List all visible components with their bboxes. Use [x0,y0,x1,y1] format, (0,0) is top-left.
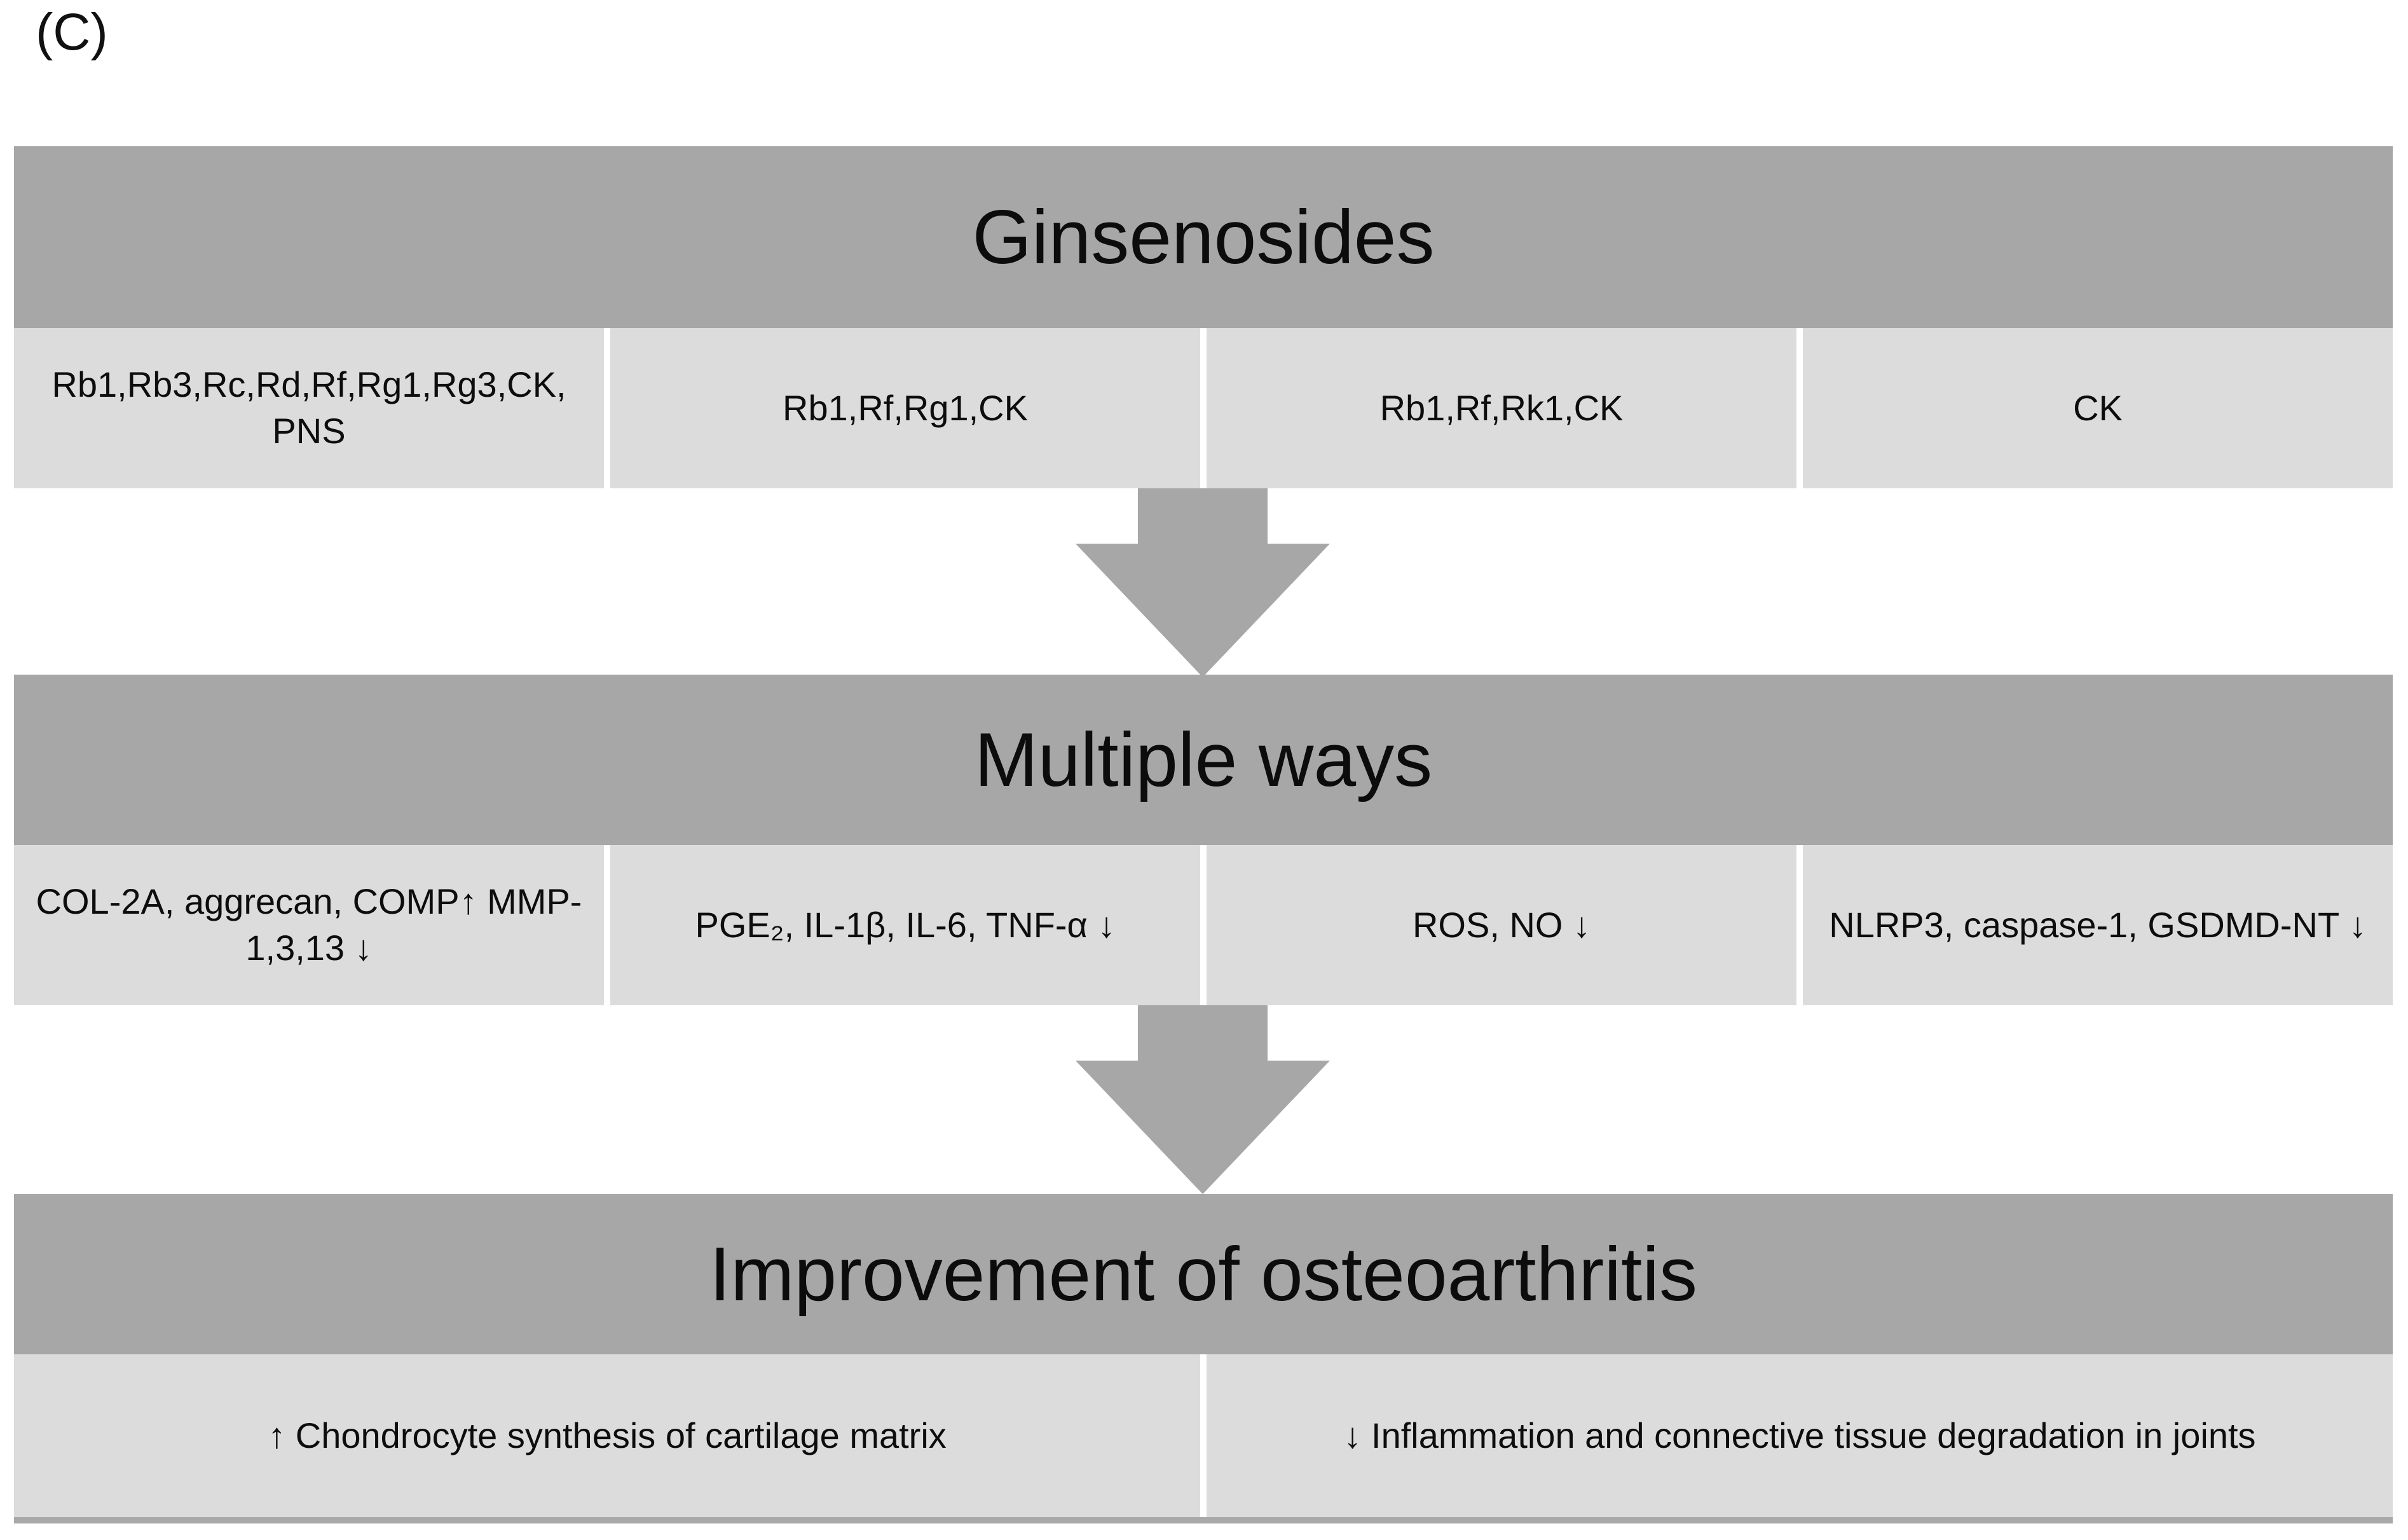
down-arrow-icon [1076,1005,1330,1194]
band-title-ginsenosides: Ginsenosides [972,195,1435,280]
header-band-ginsenosides: Ginsenosides [14,146,2393,328]
down-arrow-shape [1076,1005,1330,1194]
cell-ginsenosides-3: Rb1,Rf,Rk1,CK [1207,328,1796,488]
cell-ginsenosides-2: Rb1,Rf,Rg1,CK [610,328,1200,488]
cell-mechanism-2: PGE₂, IL-1β, IL-6, TNF-α ↓ [610,845,1200,1005]
cell-ginsenosides-1: Rb1,Rb3,Rc,Rd,Rf,Rg1,Rg3,CK, PNS [14,328,604,488]
down-arrow-icon [1076,488,1330,677]
table-bottom-border [14,1517,2393,1523]
cell-outcome-1: ↑ Chondrocyte synthesis of cartilage mat… [14,1354,1200,1517]
cell-ginsenosides-4: CK [1803,328,2393,488]
header-band-multiple-ways: Multiple ways [14,675,2393,845]
multiple-ways-cell-row: COL-2A, aggrecan, COMP↑ MMP- 1,3,13 ↓ PG… [14,845,2393,1005]
band-title-multiple-ways: Multiple ways [974,717,1433,802]
cell-outcome-2: ↓ Inflammation and connective tissue deg… [1207,1354,2393,1517]
cell-mechanism-4: NLRP3, caspase-1, GSDMD-NT ↓ [1803,845,2393,1005]
improvement-cell-row: ↑ Chondrocyte synthesis of cartilage mat… [14,1354,2393,1517]
header-band-improvement: Improvement of osteoarthritis [14,1194,2393,1354]
cell-mechanism-3: ROS, NO ↓ [1207,845,1796,1005]
down-arrow-shape [1076,488,1330,677]
band-title-improvement: Improvement of osteoarthritis [709,1232,1697,1317]
figure-label: (C) [36,3,108,61]
cell-mechanism-1: COL-2A, aggrecan, COMP↑ MMP- 1,3,13 ↓ [14,845,604,1005]
ginsenosides-cell-row: Rb1,Rb3,Rc,Rd,Rf,Rg1,Rg3,CK, PNS Rb1,Rf,… [14,328,2393,488]
